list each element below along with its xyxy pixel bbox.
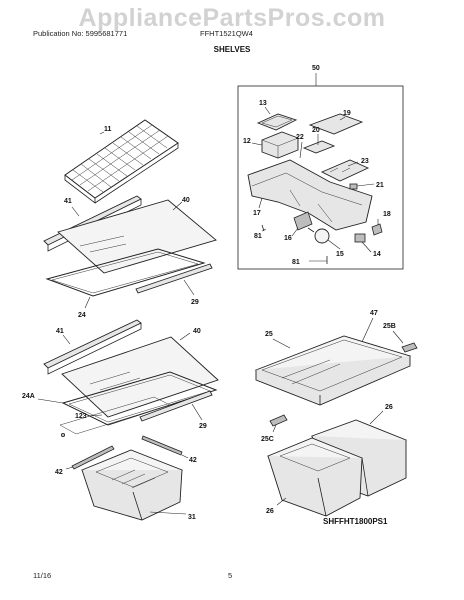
callout-41-lower: 41 [56,328,64,335]
callout-41-upper: 41 [64,198,72,205]
crisper-cover-assembly [254,317,418,433]
callout-23: 23 [361,158,369,165]
part-25b-bracket [401,342,418,353]
part-26-crisper-drawers [266,410,408,517]
callout-81-upper: 81 [254,233,262,240]
housing-body [247,159,373,231]
part-21-clip [349,183,358,190]
part-42-slide-left [71,445,115,470]
part-31-crisper-drawer [80,449,187,521]
callout-47: 47 [370,310,378,317]
section-title: SHELVES [213,45,251,54]
part-40-glass-lower [61,336,219,418]
part-29-rear-trim-upper [135,263,213,294]
model-number: FFHT1521QW4 [200,29,253,38]
callout-12: 12 [243,138,251,145]
site-watermark: AppliancePartsPros.com [78,4,386,32]
callout-25b: 25B [383,323,396,330]
callout-13: 13 [259,100,267,107]
part-14-connector [354,233,366,243]
callout-42-right: 42 [189,457,197,464]
callout-29-upper: 29 [191,299,199,306]
part-11-wire-shelf [64,119,179,204]
callout-25c: 25C [261,436,274,443]
callout-26-right: 26 [385,404,393,411]
part-20-gasket [302,140,336,154]
part-16-socket [293,211,313,231]
callout-40-upper: 40 [182,197,190,204]
publication-number: Publication No: 5995681771 [33,29,128,38]
part-24-frame-upper [45,248,206,297]
footer-date: 11/16 [33,571,52,580]
callout-123: 123 [75,413,87,420]
part-25c-bracket [269,414,288,427]
upper-glass-shelf [43,195,217,309]
part-123-support [59,396,171,435]
diagram-code: SHFFHT1800PS1 [323,517,388,526]
callout-42-left: 42 [55,469,63,476]
callout-11: 11 [104,126,112,133]
assembly-50-frame [237,85,404,270]
callout-26-left: 26 [266,508,274,515]
part-29-rear-trim-lower [139,390,213,422]
lower-glass-shelf [37,319,219,470]
part-24a-frame-lower [61,371,218,426]
part-40-glass-upper [57,199,217,274]
callout-18: 18 [383,211,391,218]
callout-25: 25 [265,331,273,338]
callout-81-lower: 81 [292,259,300,266]
assembly-50-light-housing [237,73,404,270]
callout-40-lower: 40 [193,328,201,335]
callout-15: 15 [336,251,344,258]
part-15-bulb [314,228,330,244]
footer-page-number: 5 [228,571,233,580]
callout-31: 31 [188,514,196,521]
callout-24: 24 [78,312,86,319]
callout-17: 17 [253,210,261,217]
callout-50: 50 [312,65,320,72]
callout-21: 21 [376,182,384,189]
callout-20: 20 [312,127,320,134]
callout-22: 22 [296,134,304,141]
part-18-switch [371,223,383,236]
part-42-slide-right [141,435,183,456]
part-19-plate [308,113,364,135]
callout-14: 14 [373,251,381,258]
callout-24a: 24A [22,393,35,400]
callout-16: 16 [284,235,292,242]
part-13-filter [256,113,298,131]
callout-19: 19 [343,110,351,117]
callout-29-lower: 29 [199,423,207,430]
